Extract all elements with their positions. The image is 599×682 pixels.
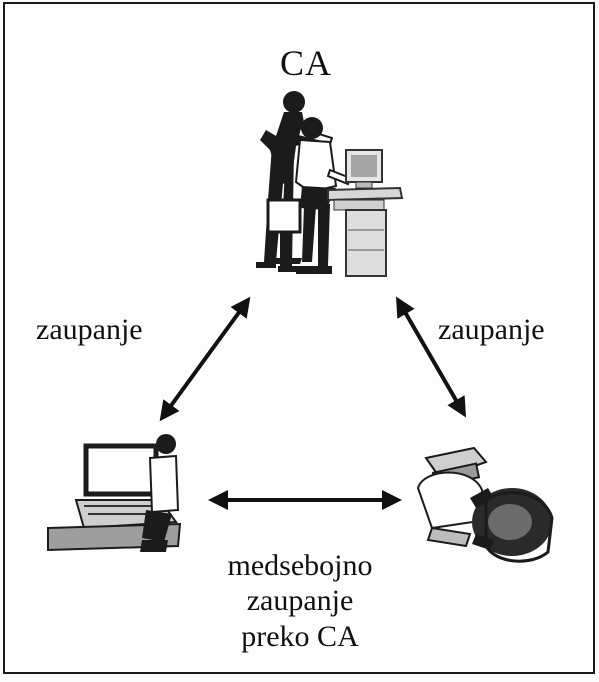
mutual-trust-line-1: medsebojno [227,549,373,582]
mutual-trust-label: medsebojno zaupanje preko CA [210,548,390,654]
seated-person-icon [266,117,352,274]
ca-node-icon [256,91,404,277]
arrow-ca-left [159,296,251,422]
left-trust-label: zaupanje [36,313,143,346]
right-node-icon [416,446,554,563]
desk-computer-icon [327,149,404,277]
right-trust-label: zaupanje [438,313,545,346]
ca-label: CA [280,43,333,83]
left-node-icon [47,434,182,552]
mutual-trust-line-2: zaupanje [246,584,354,618]
arrow-ca-right [395,296,467,418]
mutual-trust-line-3: preko CA [241,619,359,653]
